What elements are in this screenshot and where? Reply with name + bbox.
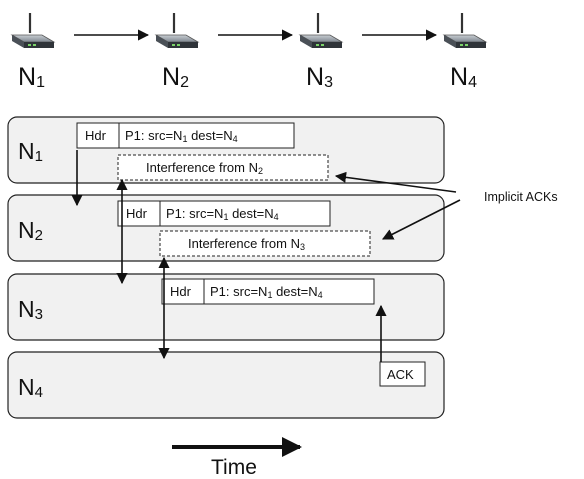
payload-label-n3: P1: src=N1 dest=N4 bbox=[210, 284, 323, 300]
header-label-n1: Hdr bbox=[85, 128, 107, 143]
router-icon-n1 bbox=[10, 11, 56, 50]
node-label-n3: N3 bbox=[306, 63, 333, 91]
node-label-n2: N2 bbox=[162, 63, 189, 91]
ack-box bbox=[379, 361, 426, 387]
implicit-ack-arrow-1 bbox=[334, 171, 457, 193]
interference-n1: Interference from N2 bbox=[117, 154, 329, 181]
payload-box-n3 bbox=[203, 278, 375, 305]
ack-n4: ACK bbox=[379, 361, 426, 387]
payload-box-n1 bbox=[118, 122, 295, 149]
node-label-n1: N1 bbox=[18, 63, 45, 91]
packet-n2: Hdr P1: src=N1 dest=N4 bbox=[117, 200, 331, 227]
payload-label-n1: P1: src=N1 dest=N4 bbox=[125, 128, 238, 144]
payload-label-n2: P1: src=N1 dest=N4 bbox=[166, 206, 279, 222]
implicit-ack-arrow-2 bbox=[382, 199, 461, 240]
packet-n3: Hdr P1: src=N1 dest=N4 bbox=[161, 278, 375, 305]
router-icon-n2 bbox=[154, 11, 200, 50]
interference-label-n1: Interference from N2 bbox=[146, 160, 263, 176]
interference-box-n1 bbox=[117, 154, 329, 181]
lane-n4 bbox=[7, 351, 445, 419]
ack-label: ACK bbox=[387, 367, 414, 382]
interference-n2: Interference from N3 bbox=[159, 230, 371, 257]
implicit-acks-label: Implicit ACKs bbox=[484, 190, 558, 204]
header-label-n3: Hdr bbox=[170, 284, 192, 299]
lane-label-n4: N4 bbox=[18, 374, 43, 401]
packet-n1: Hdr P1: src=N1 dest=N4 bbox=[76, 122, 295, 149]
lane-label-n2: N2 bbox=[18, 217, 43, 244]
interference-box-n2 bbox=[159, 230, 371, 257]
router-icon-n4 bbox=[442, 11, 488, 50]
header-label-n2: Hdr bbox=[126, 206, 148, 221]
node-label-n4: N4 bbox=[450, 63, 477, 91]
lane-label-n3: N3 bbox=[18, 296, 43, 323]
payload-box-n2 bbox=[159, 200, 331, 227]
lane-label-n1: N1 bbox=[18, 138, 43, 165]
time-label: Time bbox=[211, 456, 257, 479]
header-box-n1 bbox=[76, 122, 120, 149]
interference-label-n2: Interference from N3 bbox=[188, 236, 305, 252]
topology-row: N1 N2 N3 N4 bbox=[10, 11, 488, 91]
router-icon-n3 bbox=[298, 11, 344, 50]
